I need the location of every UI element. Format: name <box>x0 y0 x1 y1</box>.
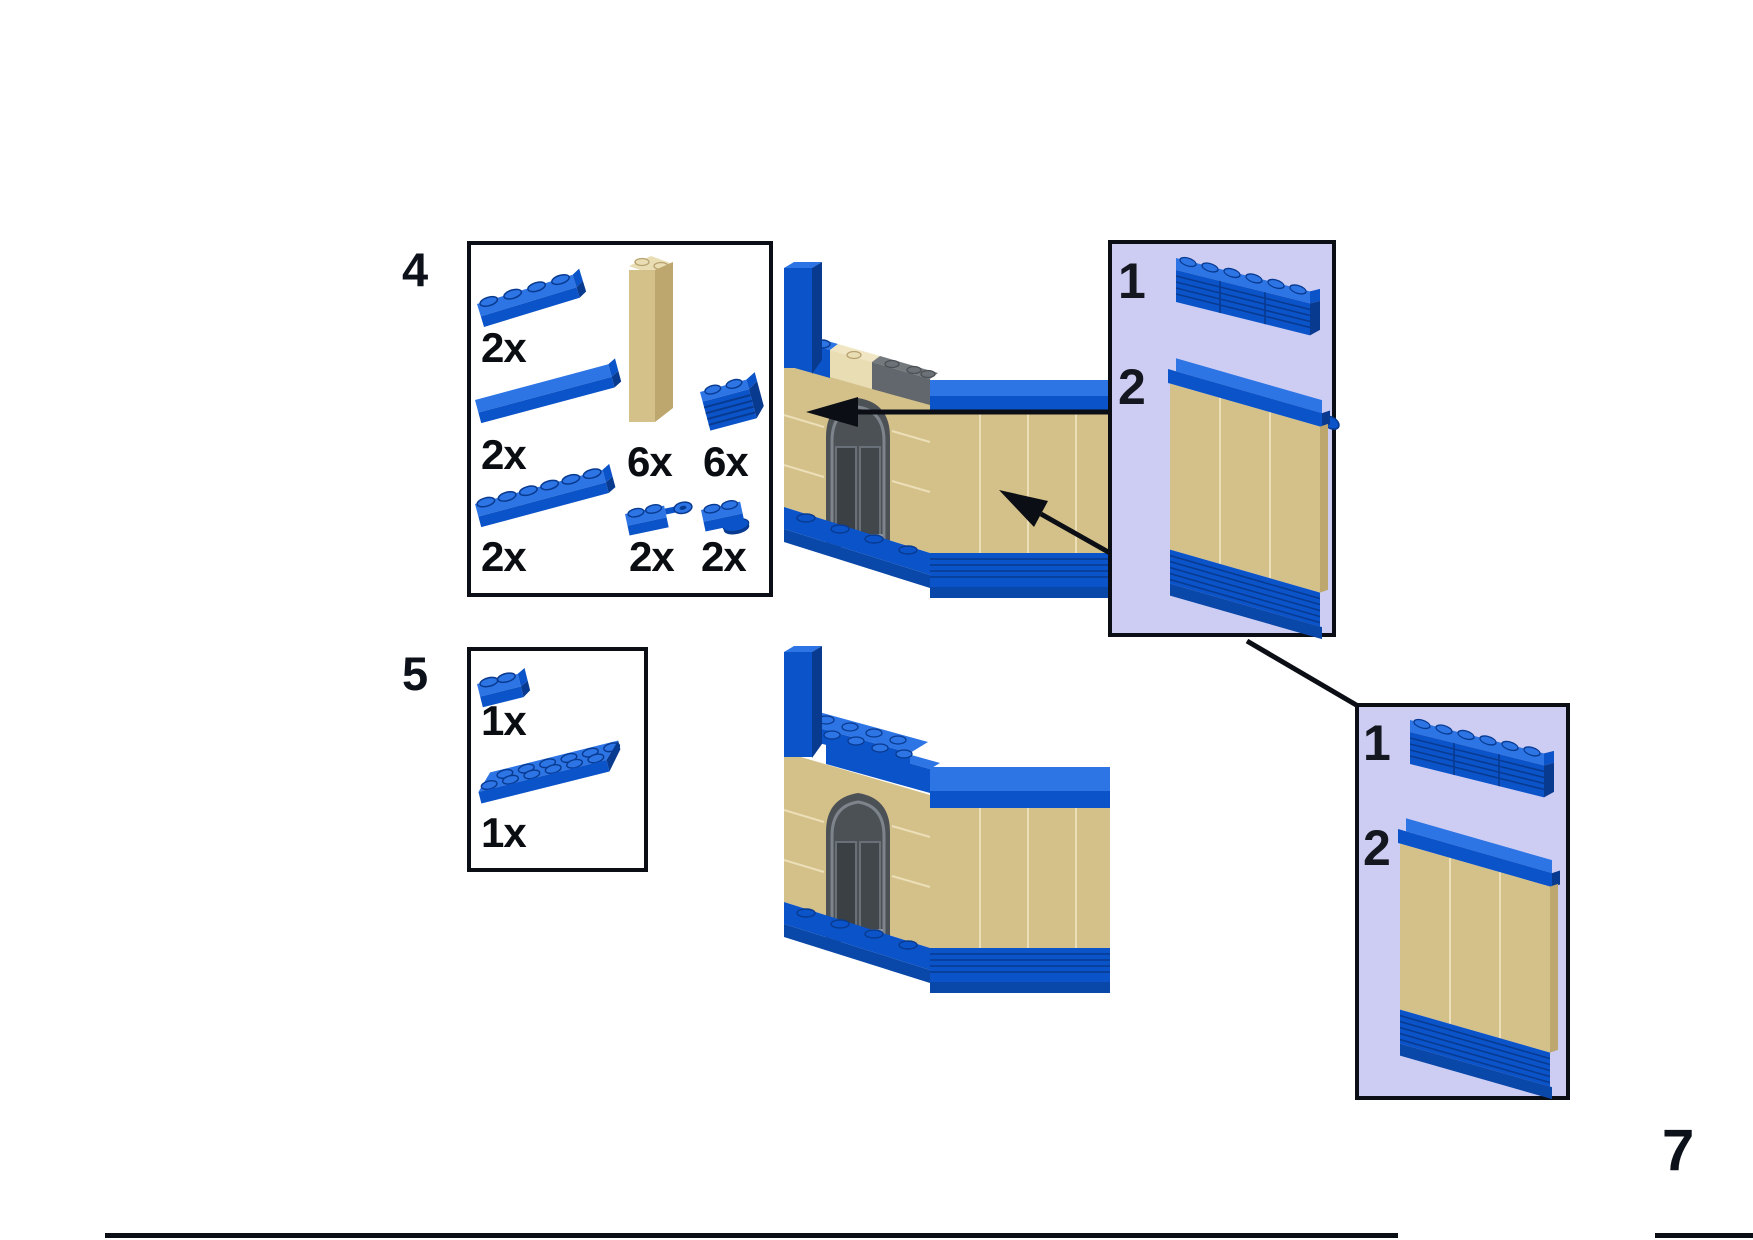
model-wall-corner-upper <box>770 245 1115 623</box>
part-plate-1x2-with-handle-blue <box>619 486 697 536</box>
part-count: 1x <box>481 697 527 744</box>
part-count: 2x <box>481 324 527 371</box>
model-wall-corner-lower <box>770 640 1115 1018</box>
step-4-number: 4 <box>402 243 429 296</box>
part-brick-1x2x5-tan <box>617 250 687 440</box>
callout-bottom-wall-section <box>1392 808 1567 1100</box>
part-plate-1x6-blue <box>469 458 619 530</box>
part-count: 6x <box>703 438 749 485</box>
part-count: 2x <box>701 533 747 580</box>
part-count: 6x <box>627 438 673 485</box>
page-number: 7 <box>1662 1118 1695 1183</box>
connector-line <box>1245 638 1360 709</box>
callout-bottom-substep-1-number: 1 <box>1363 715 1391 771</box>
callout-top-substep-1-number: 1 <box>1118 253 1146 309</box>
part-masonry-brick-1x2-blue <box>695 372 771 438</box>
callout-bottom-masonry-row <box>1402 708 1562 818</box>
part-count: 1x <box>481 809 527 856</box>
part-count: 2x <box>481 533 527 580</box>
part-plate-1x2-blue <box>471 656 539 708</box>
part-plate-1x2-with-disc-blue <box>697 486 765 535</box>
callout-top-wall-section <box>1162 348 1340 640</box>
part-count: 2x <box>629 533 675 580</box>
part-tile-1x8-blue <box>469 358 622 424</box>
callout-top-masonry-row <box>1168 246 1328 356</box>
footer-rule-left <box>105 1233 1398 1238</box>
part-plate-1x4-blue <box>471 266 589 328</box>
part-count: 2x <box>481 431 527 478</box>
callout-top-substep-2-number: 2 <box>1118 359 1146 415</box>
step-5-number: 5 <box>402 647 429 700</box>
callout-bottom-substep-2-number: 2 <box>1363 820 1391 876</box>
part-plate-2x6-blue <box>469 722 641 814</box>
footer-rule-right <box>1655 1233 1753 1238</box>
